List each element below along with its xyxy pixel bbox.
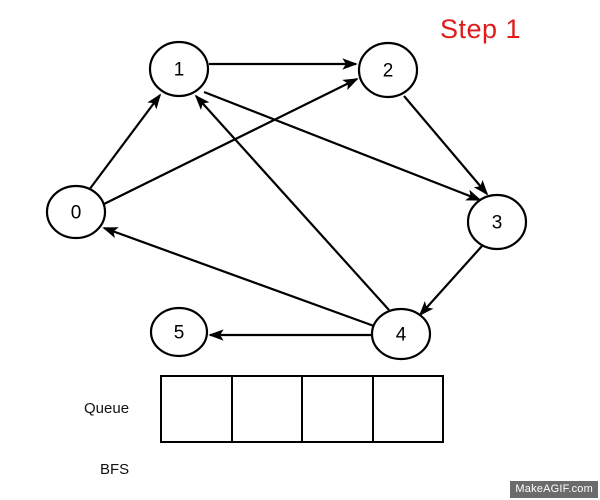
node-circle-3 (466, 193, 528, 251)
graph-edge-4-to-0 (102, 226, 375, 328)
graph-node-1[interactable]: 1 (148, 40, 210, 98)
queue-label: Queue (84, 400, 130, 417)
node-label-1: 1 (174, 60, 185, 81)
step-title: Step 1 (440, 14, 522, 44)
graph-node-2[interactable]: 2 (357, 41, 419, 99)
graph-edge-4-to-1 (194, 94, 390, 311)
node-label-3: 3 (492, 213, 503, 234)
graph-node-5[interactable]: 5 (149, 306, 209, 358)
queue-table (160, 375, 444, 443)
graph-nodes: 0 1 2 3 4 5 (45, 40, 528, 361)
node-circle-0 (45, 184, 107, 240)
graph-edge-2-to-3 (403, 95, 489, 196)
node-label-5: 5 (174, 323, 185, 344)
node-circle-4 (370, 307, 432, 361)
queue-cell-2[interactable] (303, 377, 374, 441)
graph-edge-0-to-1 (88, 93, 162, 191)
algorithm-label: BFS (100, 461, 130, 478)
graph-node-4[interactable]: 4 (370, 307, 432, 361)
graph-node-3[interactable]: 3 (466, 193, 528, 251)
queue-cell-1[interactable] (233, 377, 303, 441)
node-circle-2 (357, 41, 419, 99)
graph-edge-3-to-4 (418, 245, 483, 317)
watermark: MakeAGIF.com (510, 481, 598, 498)
graph-node-0[interactable]: 0 (45, 184, 107, 240)
node-circle-5 (149, 306, 209, 358)
node-circle-1 (148, 40, 210, 98)
graph-edge-1-to-3 (203, 90, 482, 202)
node-label-4: 4 (396, 325, 407, 346)
node-label-2: 2 (383, 61, 394, 82)
graph-edge-0-to-2 (103, 78, 359, 205)
graph-edges (88, 58, 489, 341)
node-label-0: 0 (71, 203, 82, 224)
queue-cell-0[interactable] (162, 377, 233, 441)
queue-cell-3[interactable] (374, 377, 443, 441)
